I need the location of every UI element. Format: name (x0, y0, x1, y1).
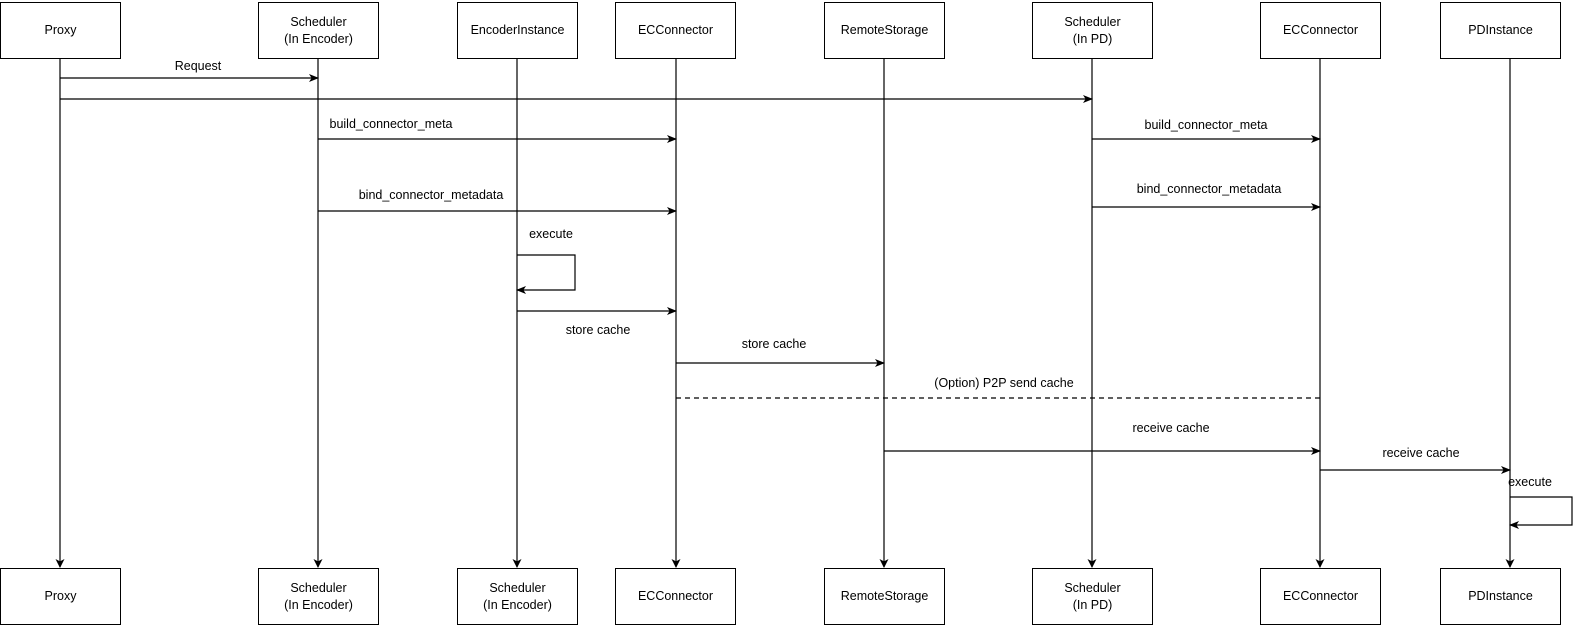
participant-label-secondary: (In Encoder) (284, 31, 353, 46)
participant-label-primary: Scheduler (290, 580, 347, 595)
participant-box-remote_store-top: RemoteStorage (824, 2, 945, 59)
participant-box-proxy-bottom: Proxy (0, 568, 121, 625)
participant-label-primary: Scheduler (1064, 14, 1121, 29)
participant-label-primary: ECConnector (1282, 589, 1359, 604)
participant-label-primary: RemoteStorage (840, 589, 929, 604)
participant-box-remote_store-bottom: RemoteStorage (824, 568, 945, 625)
message-arrows (60, 74, 1511, 474)
participant-box-sched_pd-bottom: Scheduler (In PD) (1032, 568, 1153, 625)
message-label-m10: receive cache (1132, 421, 1210, 435)
lifeline-lines (55, 59, 1515, 568)
participant-label-secondary: (In PD) (1072, 597, 1113, 612)
self-call-arrows (516, 254, 1573, 529)
participant-label-primary: Scheduler (1064, 580, 1121, 595)
participant-box-ec_conn_pd-bottom: ECConnector (1260, 568, 1381, 625)
participant-label-primary: Proxy (44, 23, 77, 38)
message-label-m9: (Option) P2P send cache (934, 376, 1074, 390)
participant-box-sched_pd-top: Scheduler (In PD) (1032, 2, 1153, 59)
participant-label-primary: ECConnector (637, 589, 714, 604)
self-call-label-s2: execute (1508, 475, 1552, 489)
participant-box-pd_inst-bottom: PDInstance (1440, 568, 1561, 625)
participant-box-ec_conn_enc-top: ECConnector (615, 2, 736, 59)
participant-box-ec_conn_pd-top: ECConnector (1260, 2, 1381, 59)
participant-label-primary: RemoteStorage (840, 23, 929, 38)
participant-box-proxy-top: Proxy (0, 2, 121, 59)
message-label-m6: bind_connector_metadata (1136, 182, 1282, 196)
participant-box-ec_conn_enc-bottom: ECConnector (615, 568, 736, 625)
participant-label-primary: ECConnector (1282, 23, 1359, 38)
participant-label-primary: PDInstance (1468, 589, 1533, 604)
message-label-m7: store cache (565, 323, 631, 337)
participant-label-secondary: (In Encoder) (284, 597, 353, 612)
message-label-m8: store cache (741, 337, 807, 351)
participant-label-primary: PDInstance (1468, 23, 1533, 38)
self-call-s2 (1509, 496, 1573, 529)
self-call-label-s1: execute (529, 227, 573, 241)
participant-label-secondary: (In PD) (1072, 31, 1113, 46)
message-label-m3: build_connector_meta (329, 117, 453, 131)
self-call-s1 (516, 254, 576, 294)
participant-box-encoder_inst-top: EncoderInstance (457, 2, 578, 59)
message-label-m1: Request (174, 59, 222, 73)
participant-label-primary: Proxy (44, 589, 77, 604)
participant-label-secondary: (In Encoder) (483, 597, 552, 612)
participant-box-encoder_inst-bottom: Scheduler (In Encoder) (457, 568, 578, 625)
message-label-m11: receive cache (1382, 446, 1460, 460)
participant-box-sched_enc-bottom: Scheduler (In Encoder) (258, 568, 379, 625)
message-label-m5: bind_connector_metadata (358, 188, 504, 202)
participant-label-primary: EncoderInstance (470, 23, 565, 38)
participant-label-primary: ECConnector (637, 23, 714, 38)
participant-box-pd_inst-top: PDInstance (1440, 2, 1561, 59)
participant-box-sched_enc-top: Scheduler (In Encoder) (258, 2, 379, 59)
participant-label-primary: Scheduler (290, 14, 347, 29)
message-label-m4: build_connector_meta (1144, 118, 1268, 132)
participant-label-primary: Scheduler (489, 580, 546, 595)
